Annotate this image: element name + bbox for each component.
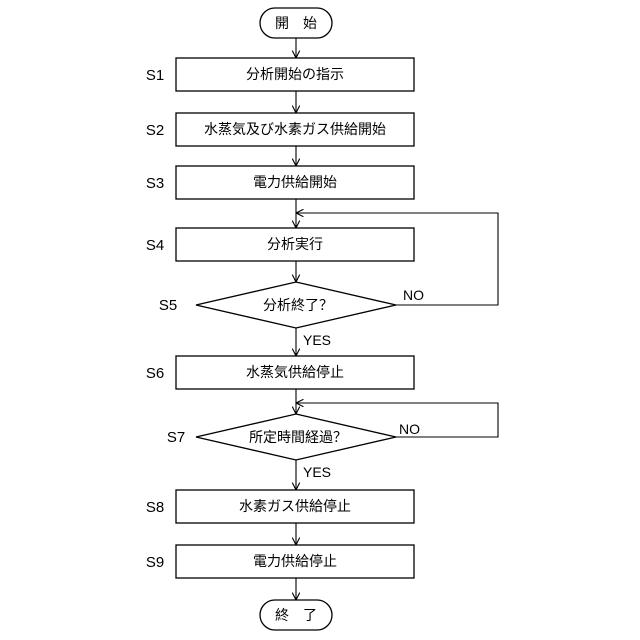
step-s1-text: 分析開始の指示 <box>246 67 344 83</box>
step-s1: 分析開始の指示 S1 <box>146 58 414 91</box>
step-s2-id: S2 <box>146 122 164 139</box>
decision-s7-text: 所定時間経過？ <box>249 430 347 446</box>
start-label: 開 始 <box>275 16 317 32</box>
s5-no-label: NO <box>403 287 424 303</box>
step-s3-id: S3 <box>146 175 164 192</box>
step-s4-text: 分析実行 <box>267 237 323 253</box>
step-s2-text: 水蒸気及び水素ガス供給開始 <box>204 122 386 138</box>
s7-no-label: NO <box>399 421 420 437</box>
step-s9: 電力供給停止 S9 <box>146 545 414 578</box>
step-s8-text: 水素ガス供給停止 <box>239 498 351 515</box>
start-terminal: 開 始 <box>260 8 332 38</box>
step-s6-text: 水蒸気供給停止 <box>246 364 344 381</box>
step-s3: 電力供給開始 S3 <box>146 166 414 199</box>
end-label: 終 了 <box>275 608 317 624</box>
s7-yes-label: YES <box>303 464 331 480</box>
s5-yes-label: YES <box>303 332 331 348</box>
step-s9-text: 電力供給停止 <box>253 553 337 570</box>
step-s3-text: 電力供給開始 <box>253 175 337 191</box>
step-s2: 水蒸気及び水素ガス供給開始 S2 <box>146 113 414 146</box>
decision-s7: 所定時間経過？ S7 <box>167 414 396 460</box>
step-s8-id: S8 <box>146 499 164 516</box>
decision-s7-id: S7 <box>167 429 185 446</box>
step-s8: 水素ガス供給停止 S8 <box>146 490 414 523</box>
decision-s5-id: S5 <box>159 297 177 314</box>
step-s6-id: S6 <box>146 365 164 382</box>
step-s4-id: S4 <box>146 237 164 254</box>
step-s1-id: S1 <box>146 67 164 84</box>
step-s4: 分析実行 S4 <box>146 228 414 261</box>
step-s6: 水蒸気供給停止 S6 <box>146 356 414 389</box>
decision-s5-text: 分析終了？ <box>263 298 333 314</box>
step-s9-id: S9 <box>146 554 164 571</box>
end-terminal: 終 了 <box>260 600 332 630</box>
decision-s5: 分析終了？ S5 <box>159 282 396 328</box>
